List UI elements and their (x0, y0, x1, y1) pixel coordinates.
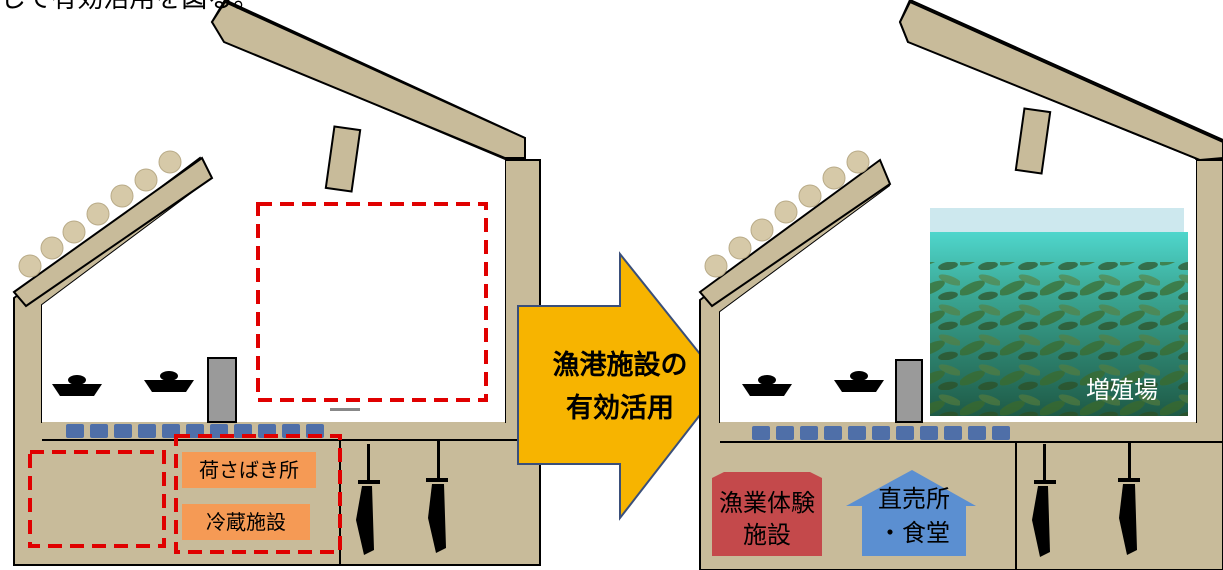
left-facility-area (174, 434, 342, 554)
right-pier (1014, 107, 1052, 175)
right-dock-blocks (752, 426, 1010, 440)
boat-icon (144, 371, 194, 392)
right-grey-structure (895, 359, 923, 423)
left-grey-structure (207, 357, 237, 423)
before-harbor (12, 0, 541, 566)
left-tetrapods (18, 150, 182, 278)
person-icon (426, 440, 448, 553)
left-water-vacant-area (256, 202, 488, 402)
caption-text: して有効活用を図る。 (0, 0, 259, 15)
fishing-experience-block (712, 472, 822, 556)
direct-sales-arrow (846, 470, 976, 556)
breeding-ground-label: 増殖場 (1086, 376, 1158, 404)
person-icon (356, 444, 380, 555)
direct-sales-label-line2: ・食堂 (878, 519, 950, 547)
right-tetrapods (704, 150, 870, 278)
left-pier (324, 125, 362, 193)
transition-arrow (517, 251, 726, 521)
person-icon (1032, 444, 1056, 557)
boat-icon (742, 375, 792, 396)
boat-icon (834, 371, 884, 392)
arrow-label-line1: 漁港施設の (552, 350, 688, 381)
direct-sales-label-line1: 直売所 (878, 485, 950, 513)
unloading-area-label: 荷さばき所 (182, 452, 316, 488)
person-icon (1118, 442, 1140, 555)
arrow-label-line2: 有効活用 (566, 393, 674, 424)
left-land-vacant-area (28, 450, 166, 548)
after-harbor (698, 0, 1223, 570)
fishing-experience-label-line1: 漁業体験 (719, 489, 815, 517)
fishing-experience-label-line2: 施設 (743, 521, 791, 549)
cold-storage-label: 冷蔵施設 (182, 504, 310, 540)
left-dock-blocks (66, 424, 324, 438)
boat-icon (52, 375, 102, 396)
kelp-photo (930, 208, 1188, 416)
